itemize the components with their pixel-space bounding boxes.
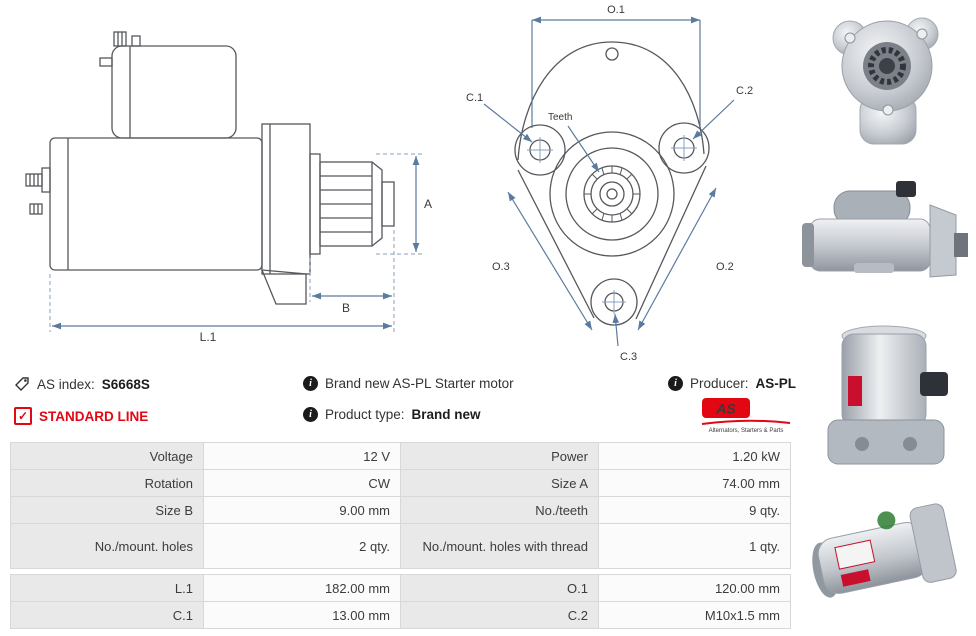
dim-label-c1: C.1 [466, 92, 483, 104]
dim-label-l1: L.1 [200, 330, 217, 344]
spec-value: 12 V [203, 442, 401, 470]
spec-value: M10x1.5 mm [598, 601, 791, 629]
dim-label-a: A [424, 197, 432, 211]
photo-column [798, 0, 976, 636]
logo-caption: Alternators, Starters & Parts [709, 428, 784, 434]
spec-label: Size B [10, 496, 204, 524]
spec-value: 74.00 mm [598, 469, 791, 497]
side-view-drawing: A B L.1 [25, 31, 432, 344]
spec-value: 9.00 mm [203, 496, 401, 524]
as-index-value: S6668S [101, 376, 150, 392]
dimension-lines [52, 156, 420, 330]
table-row: L.1 182.00 mm O.1 120.00 mm [10, 574, 791, 602]
info-icon: i [668, 376, 683, 391]
spec-table-block-2: L.1 182.00 mm O.1 120.00 mm C.1 13.00 mm… [10, 574, 791, 629]
starter-side-outline [25, 31, 395, 305]
spec-label: No./teeth [400, 496, 599, 524]
tag-icon [15, 377, 29, 391]
product-photo-1[interactable] [798, 0, 976, 159]
table-row: Voltage 12 V Power 1.20 kW [10, 442, 791, 470]
spec-value: 182.00 mm [203, 574, 401, 602]
dim-label-o3: O.3 [492, 261, 510, 273]
standard-line-row: ✓ STANDARD LINE [14, 407, 148, 425]
spec-value: 2 qty. [203, 523, 401, 569]
logo-swoosh [701, 419, 791, 425]
as-index-row: AS index: S6668S [14, 376, 150, 392]
spec-value: CW [203, 469, 401, 497]
spec-label: C.1 [10, 601, 204, 629]
spec-value: 1.20 kW [598, 442, 791, 470]
checkbox-checked-icon: ✓ [14, 407, 32, 425]
spec-label: Voltage [10, 442, 204, 470]
spec-table: Voltage 12 V Power 1.20 kW Rotation CW S… [10, 442, 791, 629]
spec-label: Size A [400, 469, 599, 497]
hole-centerlines [527, 135, 697, 314]
flange-outline [514, 41, 710, 326]
product-type-row: i Product type: Brand new [303, 407, 481, 422]
as-pl-logo: AS Alternators, Starters & Parts [701, 398, 791, 434]
info-icon: i [303, 376, 318, 391]
spec-label: No./mount. holes [10, 523, 204, 569]
spec-value: 1 qty. [598, 523, 791, 569]
as-index-label: AS index: [37, 376, 95, 392]
dim-label-teeth: Teeth [548, 112, 572, 123]
spec-value: 120.00 mm [598, 574, 791, 602]
table-row: Rotation CW Size A 74.00 mm [10, 469, 791, 497]
table-row: Size B 9.00 mm No./teeth 9 qty. [10, 496, 791, 524]
spec-label: O.1 [400, 574, 599, 602]
spec-label: L.1 [10, 574, 204, 602]
spec-value: 13.00 mm [203, 601, 401, 629]
dim-label-c3: C.3 [620, 351, 637, 363]
product-photo-4[interactable] [798, 477, 976, 636]
dim-label-b: B [342, 301, 350, 315]
product-type-value: Brand new [411, 407, 481, 422]
spec-value: 9 qty. [598, 496, 791, 524]
extension-lines [49, 153, 422, 332]
logo-text: AS [715, 401, 736, 417]
dim-label-o2: O.2 [716, 261, 734, 273]
product-photo-3[interactable] [798, 318, 976, 477]
dim-label-o1: O.1 [607, 4, 625, 16]
product-type-label: Product type: [325, 407, 405, 422]
table-row: No./mount. holes 2 qty. No./mount. holes… [10, 523, 791, 569]
product-photo-2[interactable] [798, 159, 976, 318]
dimension-lines [483, 16, 735, 347]
spec-label: Power [400, 442, 599, 470]
producer-value: AS-PL [755, 376, 797, 391]
standard-line-label: STANDARD LINE [39, 408, 149, 424]
description-text: Brand new AS-PL Starter motor [325, 376, 514, 391]
description-row: i Brand new AS-PL Starter motor [303, 376, 514, 391]
dim-label-c2: C.2 [736, 85, 753, 97]
spec-label: C.2 [400, 601, 599, 629]
info-icon: i [303, 407, 318, 422]
spec-label: Rotation [10, 469, 204, 497]
spec-label: No./mount. holes with thread [400, 523, 599, 569]
producer-label: Producer: [690, 376, 749, 391]
producer-row: i Producer: AS-PL [668, 376, 796, 391]
spec-table-block-1: Voltage 12 V Power 1.20 kW Rotation CW S… [10, 442, 791, 569]
front-view-drawing: O.1 C.1 C.2 Teeth O.3 O.2 C.3 [466, 4, 753, 363]
table-row: C.1 13.00 mm C.2 M10x1.5 mm [10, 601, 791, 629]
